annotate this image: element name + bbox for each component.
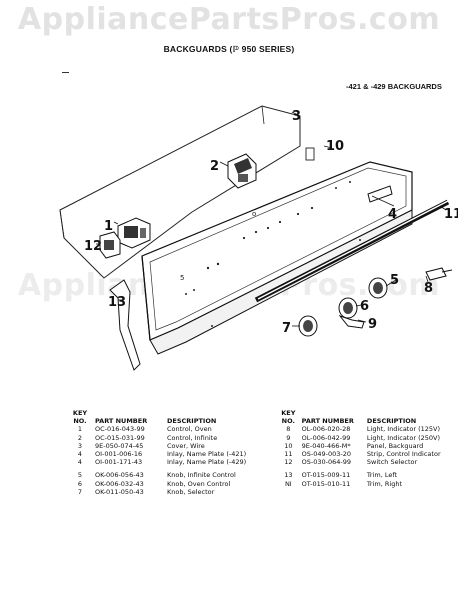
watermark: AppliancePartsPros.com [17, 2, 441, 37]
description-header: DESCRIPTION [167, 417, 217, 426]
control-indicator-strip [254, 199, 450, 303]
selector-knob [298, 315, 318, 337]
oven-control-knob [338, 297, 358, 319]
infinite-control-knob [368, 277, 388, 299]
callout-6: 6 [360, 299, 369, 314]
callout-10: 10 [326, 139, 344, 154]
callout-8: 8 [424, 281, 433, 296]
key-header-1: KEY [281, 409, 296, 417]
callout-3: 3 [292, 109, 301, 124]
callout-2: 2 [210, 159, 219, 174]
callout-5: 5 [390, 273, 399, 288]
callout-13: 13 [108, 295, 126, 310]
callout-1: 1 [104, 219, 113, 234]
callout-12: 12 [84, 239, 102, 254]
trim-left [109, 279, 141, 371]
key-header-2: NO. [281, 417, 295, 426]
indicator-light-250v [338, 314, 365, 329]
margin-tick [62, 72, 69, 73]
infinite-control [227, 153, 257, 189]
backguard-panel: 5 o [141, 161, 413, 355]
leader-lines [96, 111, 447, 327]
back-bracket [305, 147, 315, 161]
diagram-title: BACKGUARDS (ℙ 950 SERIES) [163, 44, 295, 54]
svg-text:5: 5 [180, 274, 184, 282]
callout-11: 11 [444, 207, 458, 222]
indicator-light-125v [425, 267, 453, 281]
key-header-1: KEY [72, 409, 88, 417]
part-number-header: PART NUMBER [95, 417, 148, 426]
exploded-parts-diagram: 5 o [59, 105, 458, 371]
key-header-2: NO. [73, 417, 87, 426]
callout-9: 9 [368, 317, 377, 332]
svg-text:o: o [252, 210, 256, 218]
part-number-header: PART NUMBER [301, 417, 354, 426]
diagram-subtitle: -421 & -429 BACKGUARDS [346, 82, 442, 91]
name-plate-inlay [367, 185, 393, 203]
callout-7: 7 [282, 321, 291, 336]
selector-switch [99, 231, 121, 259]
callout-4: 4 [388, 207, 397, 222]
description-header: DESCRIPTION [366, 417, 417, 426]
